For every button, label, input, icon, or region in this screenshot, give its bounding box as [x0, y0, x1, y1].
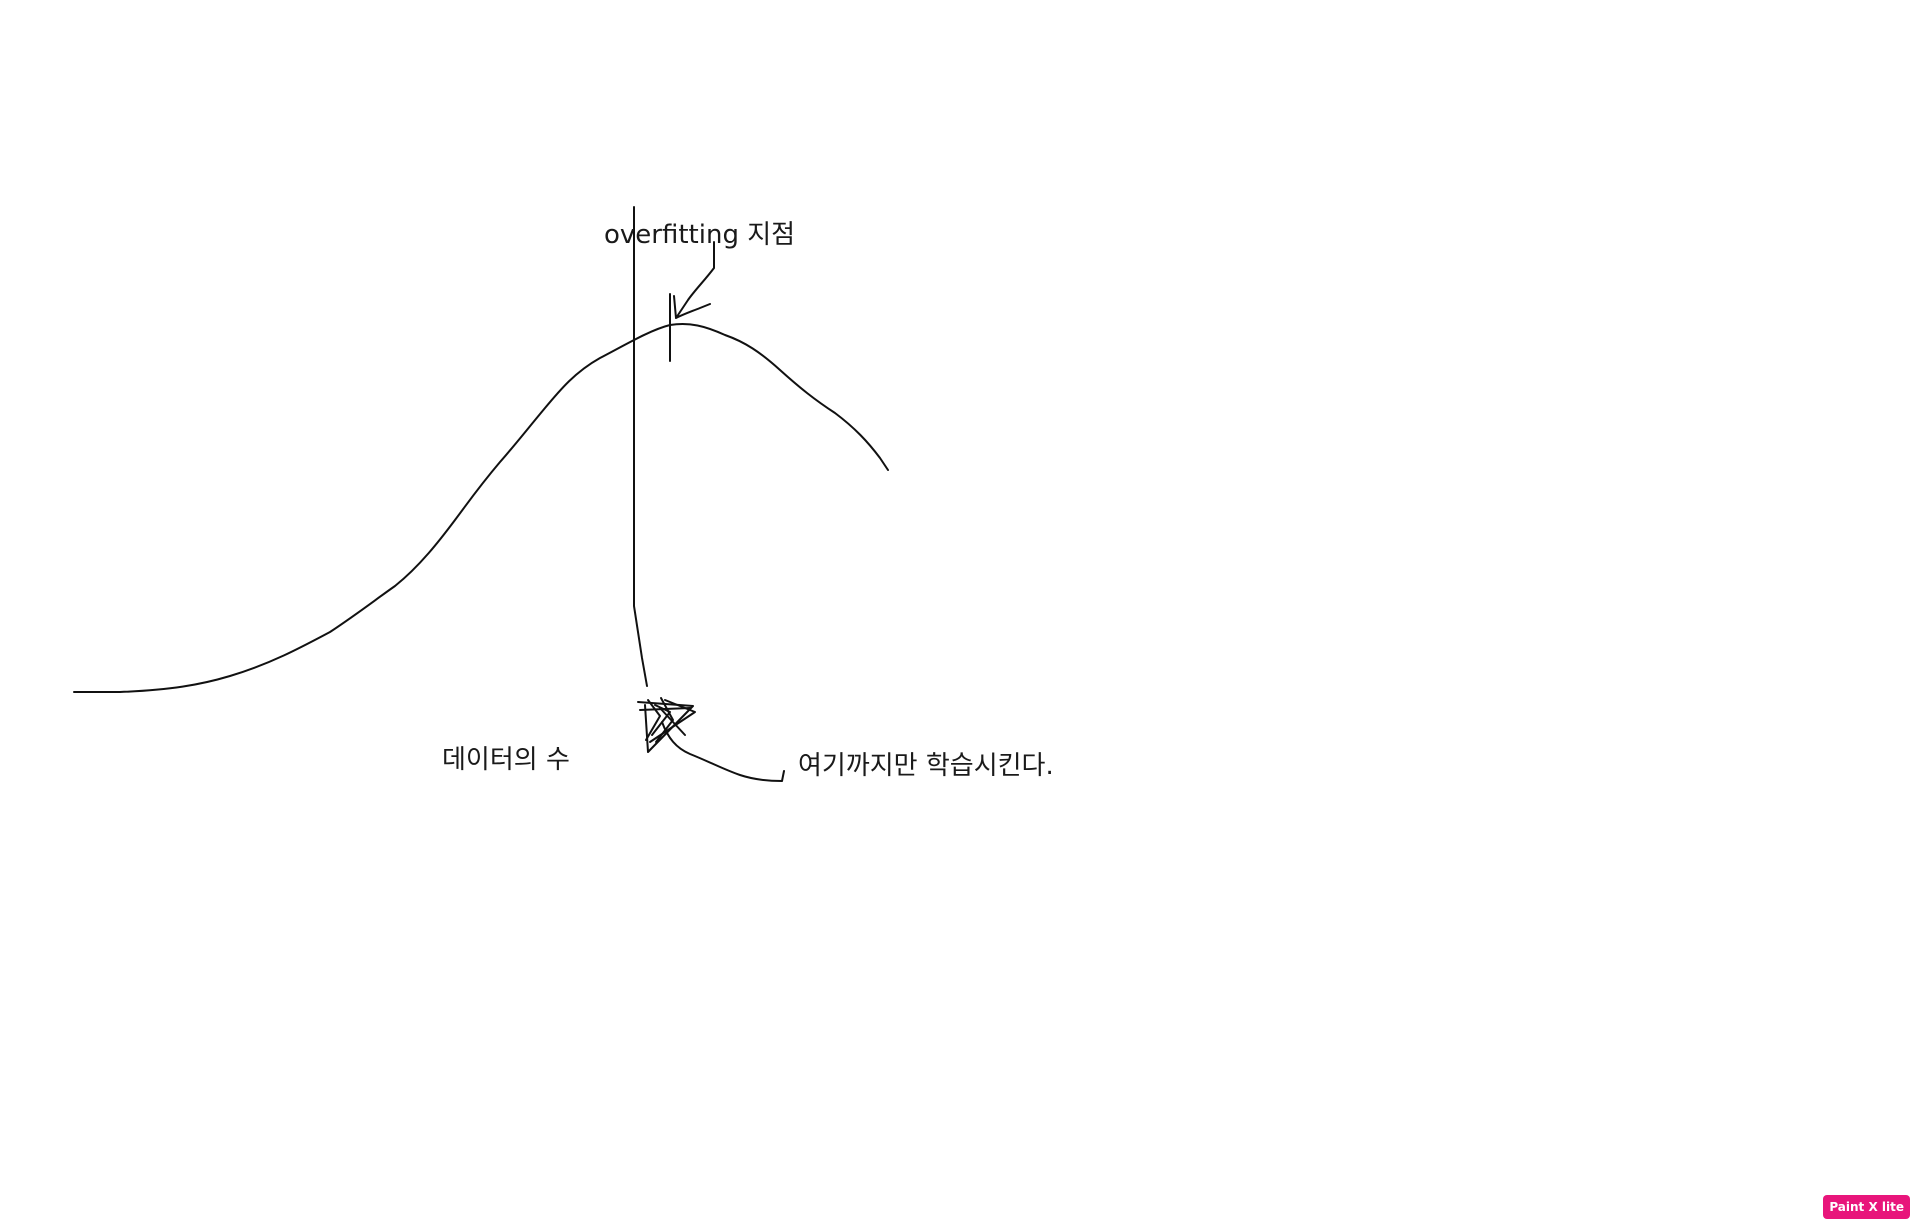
- overfitting-arrow: [673, 241, 715, 319]
- overfitting-point-label: overfitting 지점: [604, 220, 796, 250]
- data-count-label: 데이터의 수: [442, 745, 570, 775]
- stop-point-line: [633, 206, 648, 687]
- train-until-connector: [661, 721, 785, 782]
- app-watermark-badge: Paint X lite: [1823, 1195, 1910, 1219]
- stop-marker-scribble: [637, 697, 696, 753]
- train-until-here-label: 여기까지만 학습시킨다.: [798, 751, 1054, 781]
- performance-curve: [73, 323, 889, 693]
